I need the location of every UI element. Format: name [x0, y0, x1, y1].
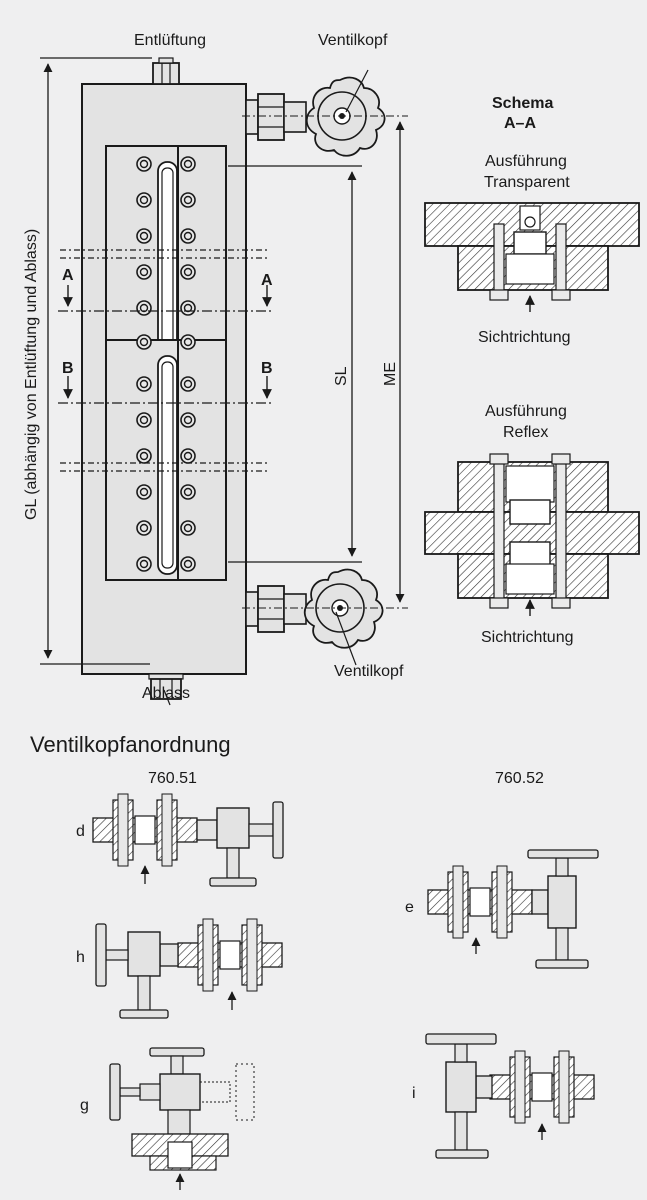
variant-e-label: e — [405, 899, 414, 916]
schema-title-line2: A–A — [504, 115, 536, 132]
variant-h-drawing — [95, 918, 283, 1019]
dimension-gl-label: GL (abhängig von Entlüftung und Ablass) — [23, 229, 40, 520]
transparent-title-line2: Transparent — [484, 174, 570, 191]
drain-plug — [148, 673, 184, 700]
schema-section: Schema A–A Ausführung Transparent Sichtr… — [424, 95, 640, 646]
view-direction-label-2: Sichtrichtung — [481, 629, 574, 646]
reflex-title-line2: Reflex — [503, 424, 548, 441]
dimension-sl — [228, 165, 362, 563]
variant-i-drawing — [425, 1033, 595, 1159]
variant-d-drawing — [92, 793, 284, 887]
transparent-cross-section — [424, 202, 640, 312]
arrangement-col2-label: 760.52 — [495, 770, 544, 787]
reflex-cross-section — [424, 453, 640, 616]
section-label-a-left: A — [62, 267, 74, 284]
valve-head-arrangement: Ventilkopfanordnung 760.51 760.52 d h — [30, 732, 599, 1190]
vent-plug — [152, 57, 180, 85]
dimension-gl — [40, 57, 152, 665]
section-arrows — [63, 285, 272, 399]
variant-d-label: d — [76, 823, 85, 840]
label-valve-head-bottom: Ventilkopf — [334, 663, 404, 680]
gauge-front-view: A A B B — [23, 32, 408, 706]
label-valve-head-top: Ventilkopf — [318, 32, 388, 49]
section-label-a-right: A — [261, 272, 273, 289]
variant-e-drawing — [427, 849, 599, 969]
transparent-title-line1: Ausführung — [485, 153, 567, 170]
label-drain-visible: Ablass — [142, 685, 190, 702]
section-label-b-right: B — [261, 360, 273, 377]
arrangement-col1-label: 760.51 — [148, 770, 197, 787]
variant-i-label: i — [412, 1085, 416, 1102]
label-vent: Entlüftung — [134, 32, 206, 49]
arrangement-title: Ventilkopfanordnung — [30, 732, 231, 757]
leader-lines — [163, 69, 369, 706]
reflex-title-line1: Ausführung — [485, 403, 567, 420]
variant-g-drawing — [109, 1047, 255, 1190]
schema-title-line1: Schema — [492, 95, 553, 112]
dimension-sl-label: SL — [333, 366, 350, 386]
view-direction-label-1: Sichtrichtung — [478, 329, 571, 346]
lower-sight-slot — [157, 355, 178, 575]
upper-sight-slot — [157, 161, 178, 353]
bottom-valve-assembly — [242, 568, 408, 649]
dimension-me-label: ME — [382, 362, 399, 386]
variant-h-label: h — [76, 949, 85, 966]
variant-g-label: g — [80, 1097, 89, 1114]
top-valve-assembly — [242, 76, 408, 157]
section-label-b-left: B — [62, 360, 74, 377]
